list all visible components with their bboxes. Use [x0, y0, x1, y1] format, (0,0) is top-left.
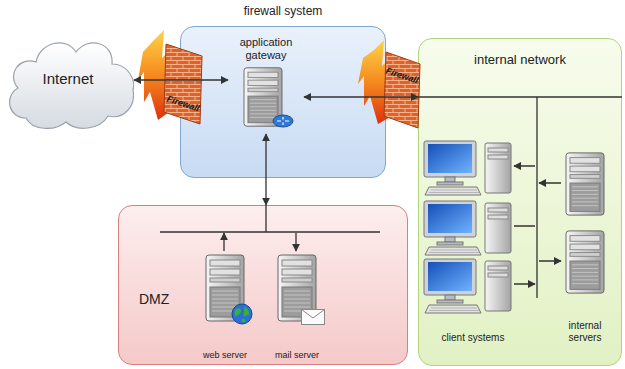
box-heading: internal network [474, 52, 566, 68]
computer-icon-shape [424, 141, 511, 195]
system-box: firewall system application gateway [180, 4, 386, 178]
node-label: client systems [442, 332, 505, 344]
left-firewall [138, 30, 202, 124]
dmz-bus [160, 205, 380, 232]
mail-icon-shape [302, 310, 325, 325]
client-group: client systems [423, 131, 523, 346]
box-heading: firewall system [244, 4, 323, 18]
router-icon-shape [273, 115, 293, 127]
mail-icon [301, 309, 325, 325]
node-label: internal servers [554, 320, 616, 344]
server-icon [564, 229, 606, 295]
web-server-node: web server [193, 253, 257, 361]
server-group: internal servers [551, 151, 619, 346]
dmz-box: DMZ web server mail server [118, 205, 408, 365]
client-arrows [514, 166, 535, 284]
connector-arrow [304, 96, 418, 97]
firewall-label: Firewall [385, 67, 420, 86]
connector-arrow [265, 134, 266, 205]
globe-icon-shape [232, 304, 252, 324]
computer-icon [423, 199, 513, 257]
server-arrows [539, 183, 561, 261]
bus-lines [160, 97, 622, 298]
cloud-label: Internet [43, 70, 94, 88]
connector-arrow [134, 79, 228, 80]
router-icon [272, 114, 294, 128]
globe-icon [231, 303, 253, 325]
computer-icon-shape [424, 201, 511, 255]
node-label: mail server [275, 350, 319, 361]
computer-icon [423, 257, 513, 315]
box-frame [180, 26, 386, 178]
gateway-node: application gateway [228, 36, 304, 134]
zone-label: DMZ [139, 291, 169, 308]
right-firewall [358, 40, 420, 128]
internal-network-box: internal network client systems internal s… [418, 38, 622, 366]
internal-bus [418, 97, 622, 298]
server-icon [564, 151, 606, 217]
cloud-outline-shape [10, 43, 134, 129]
server-icon-shape [566, 153, 604, 215]
dmz-arrows [224, 233, 296, 251]
internet-cloud: Internet [2, 26, 134, 138]
computer-icon-shape [424, 259, 511, 313]
node-label: web server [203, 350, 247, 361]
mail-server-node: mail server [265, 253, 329, 361]
node-label: application gateway [231, 36, 301, 62]
computer-icon [423, 139, 513, 197]
server-icon-shape [566, 231, 604, 293]
